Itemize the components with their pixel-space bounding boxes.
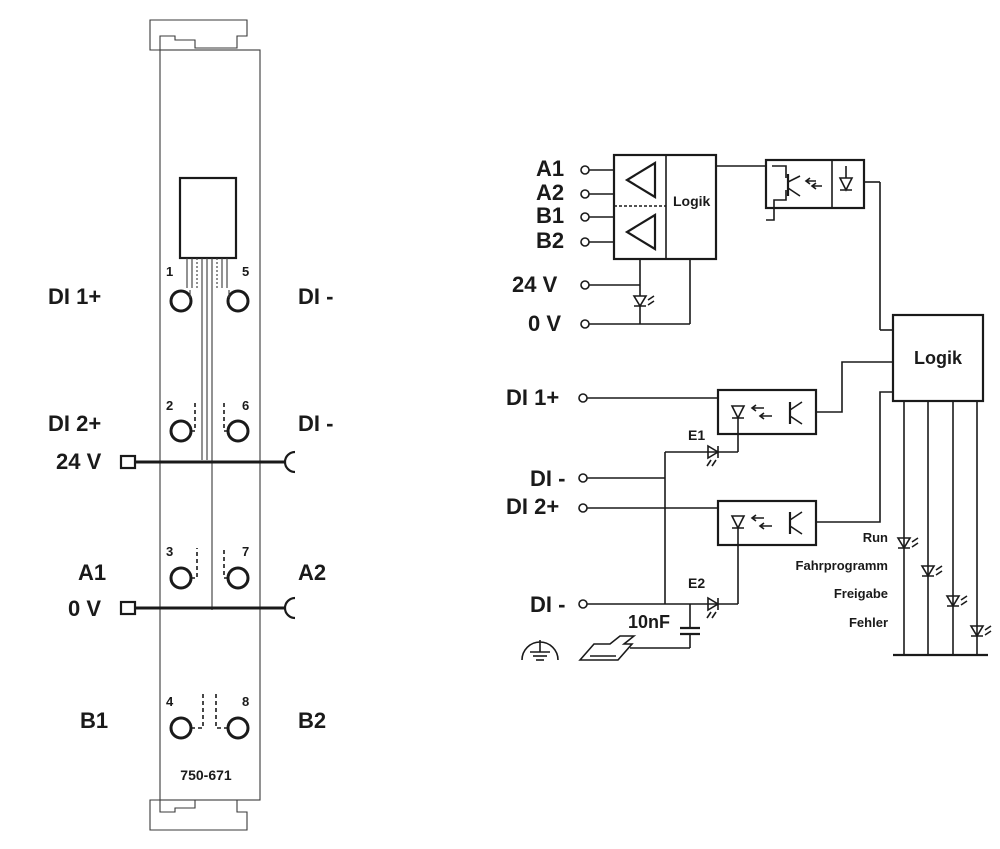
e2-diode bbox=[707, 596, 720, 612]
label-di-minus-1: DI - bbox=[298, 284, 333, 309]
fahrprogramm-led-icon bbox=[920, 565, 936, 578]
di1-optocoupler bbox=[716, 388, 818, 436]
led-label-freigabe: Freigabe bbox=[834, 586, 888, 601]
di2-optocoupler bbox=[716, 499, 818, 547]
sch-label-24v: 24 V bbox=[512, 272, 558, 297]
e1-diode bbox=[707, 444, 720, 460]
part-number: 750-671 bbox=[180, 767, 232, 783]
e2-label: E2 bbox=[688, 575, 705, 591]
label-24v: 24 V bbox=[56, 449, 102, 474]
led-label-fahrprogramm: Fahrprogramm bbox=[796, 558, 888, 573]
terminal-1[interactable] bbox=[169, 289, 193, 313]
e1-label: E1 bbox=[688, 427, 705, 443]
label-0v: 0 V bbox=[68, 596, 101, 621]
logic-block bbox=[891, 313, 985, 403]
v24-connector[interactable] bbox=[119, 454, 137, 470]
terminal-number-3: 3 bbox=[166, 544, 173, 559]
sch-label-di2-plus: DI 2+ bbox=[506, 494, 559, 519]
label-a2: A2 bbox=[298, 560, 326, 585]
terminal-number-6: 6 bbox=[242, 398, 249, 413]
fehler-led-icon bbox=[969, 625, 985, 638]
v0-bus-right-jumper bbox=[283, 596, 296, 620]
sch-label-di1-plus: DI 1+ bbox=[506, 385, 559, 410]
terminal-number-1: 1 bbox=[166, 264, 173, 279]
run-led-icon bbox=[896, 537, 912, 550]
sch-label-0v: 0 V bbox=[528, 311, 561, 336]
encoder-input-pins bbox=[580, 165, 690, 329]
sch-label-a1: A1 bbox=[536, 156, 564, 181]
label-di1-plus: DI 1+ bbox=[48, 284, 101, 309]
status-leds bbox=[893, 401, 992, 657]
terminal-module: 1 5 2 6 3 7 4 8 bbox=[119, 19, 296, 831]
receiver-amp-1 bbox=[624, 161, 657, 199]
freigabe-led-icon bbox=[945, 595, 961, 608]
v0-connector[interactable] bbox=[119, 600, 137, 616]
logic-big-label: Logik bbox=[914, 348, 963, 368]
ground-icon bbox=[521, 640, 559, 661]
label-di2-plus: DI 2+ bbox=[48, 411, 101, 436]
led-label-run: Run bbox=[863, 530, 888, 545]
led-leads bbox=[186, 258, 228, 610]
terminal-number-4: 4 bbox=[166, 694, 174, 709]
sch-label-b2: B2 bbox=[536, 228, 564, 253]
module-bottom-clip bbox=[149, 799, 248, 831]
sch-label-b1: B1 bbox=[536, 203, 564, 228]
led-block bbox=[178, 176, 238, 260]
v24-bus-right-jumper bbox=[283, 450, 296, 474]
terminal-2[interactable] bbox=[169, 419, 193, 443]
label-b1: B1 bbox=[80, 708, 108, 733]
din-rail-icon bbox=[578, 635, 637, 661]
terminal-3[interactable] bbox=[169, 566, 193, 590]
di-input-pins bbox=[578, 393, 718, 609]
terminal-4[interactable] bbox=[169, 716, 193, 740]
sch-label-di-minus-2: DI - bbox=[530, 592, 565, 617]
capacitor-label: 10nF bbox=[628, 612, 670, 632]
receiver-amp-2 bbox=[624, 213, 657, 251]
logic-small-label: Logik bbox=[673, 193, 711, 209]
sch-label-a2: A2 bbox=[536, 180, 564, 205]
module-top-clip bbox=[149, 19, 248, 51]
terminal-5[interactable] bbox=[226, 289, 250, 313]
output-optocoupler bbox=[764, 158, 866, 210]
terminal-number-8: 8 bbox=[242, 694, 249, 709]
terminal-number-2: 2 bbox=[166, 398, 173, 413]
led-label-fehler: Fehler bbox=[849, 615, 888, 630]
sch-label-di-minus-1: DI - bbox=[530, 466, 565, 491]
terminal-8[interactable] bbox=[226, 716, 250, 740]
label-a1: A1 bbox=[78, 560, 106, 585]
terminal-number-5: 5 bbox=[242, 264, 249, 279]
receiver-block bbox=[612, 153, 718, 261]
terminal-7[interactable] bbox=[226, 566, 250, 590]
power-led bbox=[632, 295, 648, 308]
label-b2: B2 bbox=[298, 708, 326, 733]
terminal-6[interactable] bbox=[226, 419, 250, 443]
schematic: A1 A2 B1 B2 24 V 0 V Logik bbox=[506, 153, 992, 661]
terminal-number-7: 7 bbox=[242, 544, 249, 559]
label-di-minus-2: DI - bbox=[298, 411, 333, 436]
